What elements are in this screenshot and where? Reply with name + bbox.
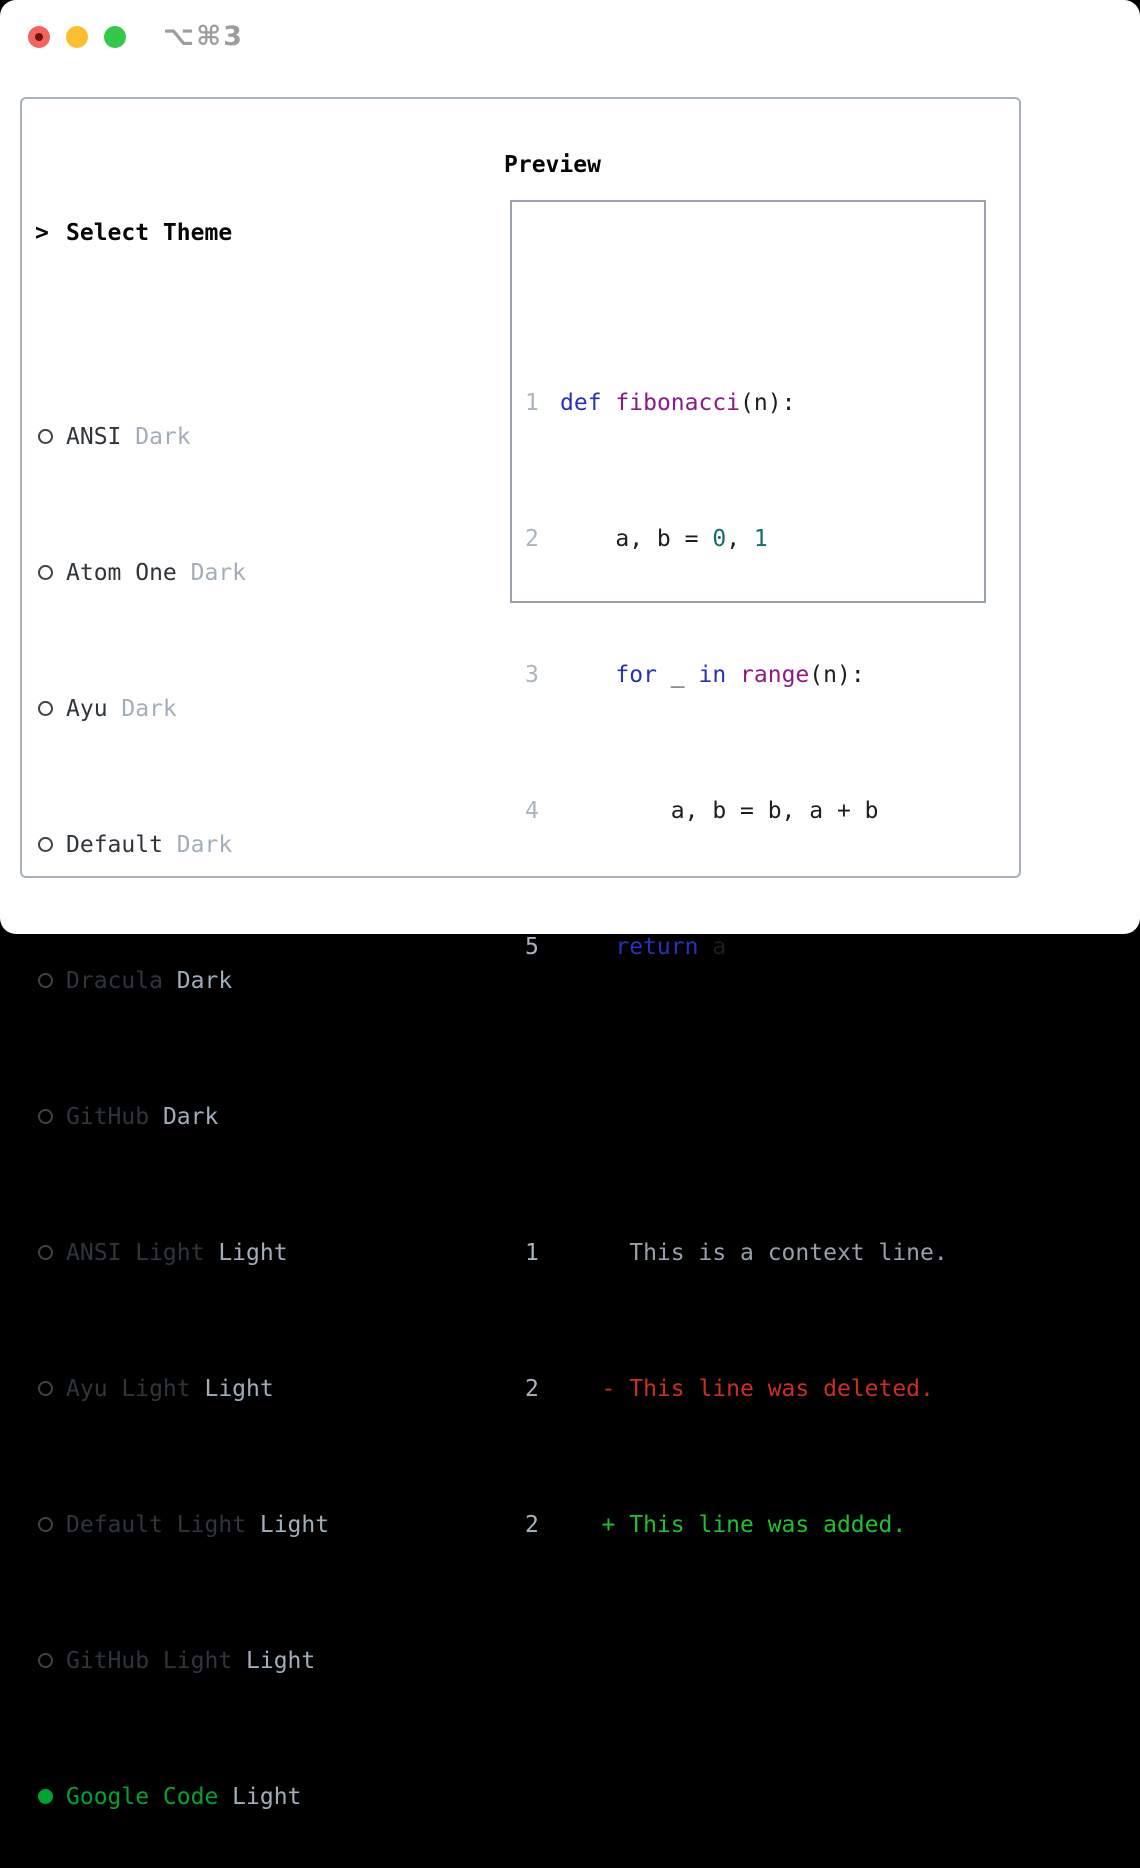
select-theme-header-label: Select Theme [66,220,233,246]
radio-icon [35,556,66,590]
code-line: 2 a, b = 0, 1 [525,522,948,556]
theme-variant: Light [246,1648,316,1674]
code-content: return a [615,934,727,960]
radio-icon [35,964,66,998]
diff-block: 1 This is a context line. 2 - This line … [525,1168,948,1576]
radio-icon [35,1644,66,1678]
blank-row [525,1066,948,1100]
code-line: 5 return a [525,930,948,964]
theme-variant: Dark [121,696,177,722]
diff-content: This is a context line. [560,1240,948,1266]
line-number: 2 [525,1512,539,1538]
theme-name: ANSI [66,424,122,450]
theme-option[interactable]: Atom One Dark [35,556,423,590]
theme-option[interactable]: Dracula Dark [35,964,423,998]
theme-name: GitHub Light [66,1648,233,1674]
close-button[interactable] [28,26,50,48]
radio-icon [35,828,66,862]
theme-name: Default Light [66,1512,247,1538]
theme-name: Dracula [66,968,163,994]
theme-option[interactable]: GitHub Dark [35,1100,423,1134]
theme-name: Atom One [66,560,177,586]
theme-name: ANSI Light [66,1240,205,1266]
theme-option[interactable]: ANSI Light Light [35,1236,423,1270]
code-line: 1 def fibonacci(n): [525,386,948,420]
radio-icon [35,1508,66,1542]
diff-line: 2 - This line was deleted. [525,1372,948,1406]
theme-option[interactable]: Default Light Light [35,1508,423,1542]
preview-box: 1 def fibonacci(n): 2 a, b = 0, 1 3 for _… [510,200,986,1538]
theme-option[interactable]: GitHub Light Light [35,1644,423,1678]
diff-line: 1 This is a context line. [525,1236,948,1270]
diff-content: + This line was added. [560,1512,907,1538]
minimize-button[interactable] [66,26,88,48]
theme-option[interactable]: Default Dark [35,828,423,862]
theme-option[interactable]: ANSI Dark [35,420,423,454]
theme-option[interactable]: Ayu Dark [35,692,423,726]
diff-content: - This line was deleted. [560,1376,934,1402]
code-content: a, b = b, a + b [560,798,879,824]
radio-icon [35,1236,66,1270]
theme-variant: Dark [135,424,191,450]
code-line: 3 for _ in range(n): [525,658,948,692]
theme-variant: Light [218,1240,288,1266]
line-number: 4 [525,798,539,824]
theme-variant: Light [204,1376,274,1402]
diff-line: 2 + This line was added. [525,1508,948,1542]
theme-variant: Dark [162,1104,219,1130]
theme-name: Default [66,832,163,858]
theme-name: Ayu Light [66,1376,191,1402]
zoom-button[interactable] [104,26,126,48]
code-line: 4 a, b = b, a + b [525,794,948,828]
line-number: 1 [525,390,539,416]
preview-lines: 1 def fibonacci(n): 2 a, b = 0, 1 3 for _… [525,250,948,1644]
theme-variant: Light [232,1784,302,1810]
code-content: def fibonacci(n): [560,390,796,416]
radio-icon [35,420,66,454]
line-number: 5 [525,934,539,960]
theme-variant: Dark [176,968,233,994]
radio-icon [35,1780,66,1814]
code-content: a, b = 0, 1 [560,526,768,552]
radio-icon [35,1100,66,1134]
theme-name: Google Code [66,1784,219,1810]
radio-icon [35,692,66,726]
preview-header: Preview [504,152,601,178]
theme-variant: Dark [190,560,247,586]
theme-name: GitHub [66,1104,150,1130]
line-number: 2 [525,1376,539,1402]
theme-option[interactable]: Google Code Light [35,1780,423,1814]
code-content: for _ in range(n): [615,662,865,688]
line-number: 2 [525,526,539,552]
prompt-icon: > [35,220,49,246]
select-theme-header: > Select Theme [35,216,423,250]
theme-option[interactable]: Ayu Light Light [35,1372,423,1406]
line-number: 1 [525,1240,539,1266]
theme-name: Ayu [66,696,108,722]
theme-variant: Light [259,1512,330,1538]
radio-icon [35,1372,66,1406]
theme-variant: Dark [176,832,233,858]
code-block: 1 def fibonacci(n): 2 a, b = 0, 1 3 for _… [525,318,948,998]
window-shortcut-label: ⌥⌘3 [163,21,244,52]
line-number: 3 [525,662,539,688]
